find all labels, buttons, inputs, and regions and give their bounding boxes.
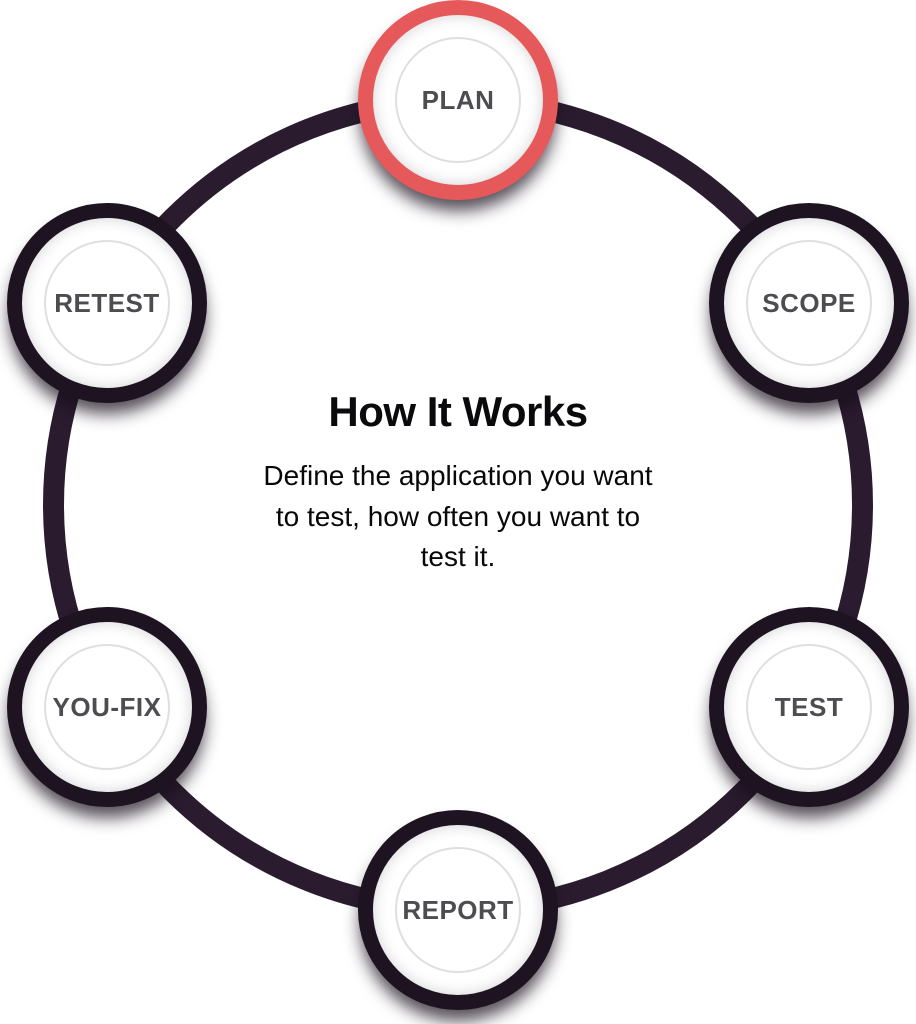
step-node-scope[interactable]: SCOPE (709, 203, 909, 403)
step-node-you-fix[interactable]: YOU-FIX (7, 607, 207, 807)
step-node-plan[interactable]: PLAN (358, 0, 558, 200)
center-text-block: How It Works Define the application you … (248, 388, 668, 578)
diagram-description: Define the application you want to test,… (263, 460, 653, 573)
step-label-you-fix: YOU-FIX (52, 691, 162, 722)
step-label-report: REPORT (402, 894, 514, 925)
step-label-plan: PLAN (421, 84, 495, 115)
step-label-test: TEST (774, 691, 844, 722)
step-node-test[interactable]: TEST (709, 607, 909, 807)
diagram-title: How It Works (328, 388, 588, 435)
step-node-report[interactable]: REPORT (358, 810, 558, 1010)
step-label-scope: SCOPE (762, 287, 856, 318)
step-label-retest: RETEST (54, 287, 160, 318)
step-node-retest[interactable]: RETEST (7, 203, 207, 403)
